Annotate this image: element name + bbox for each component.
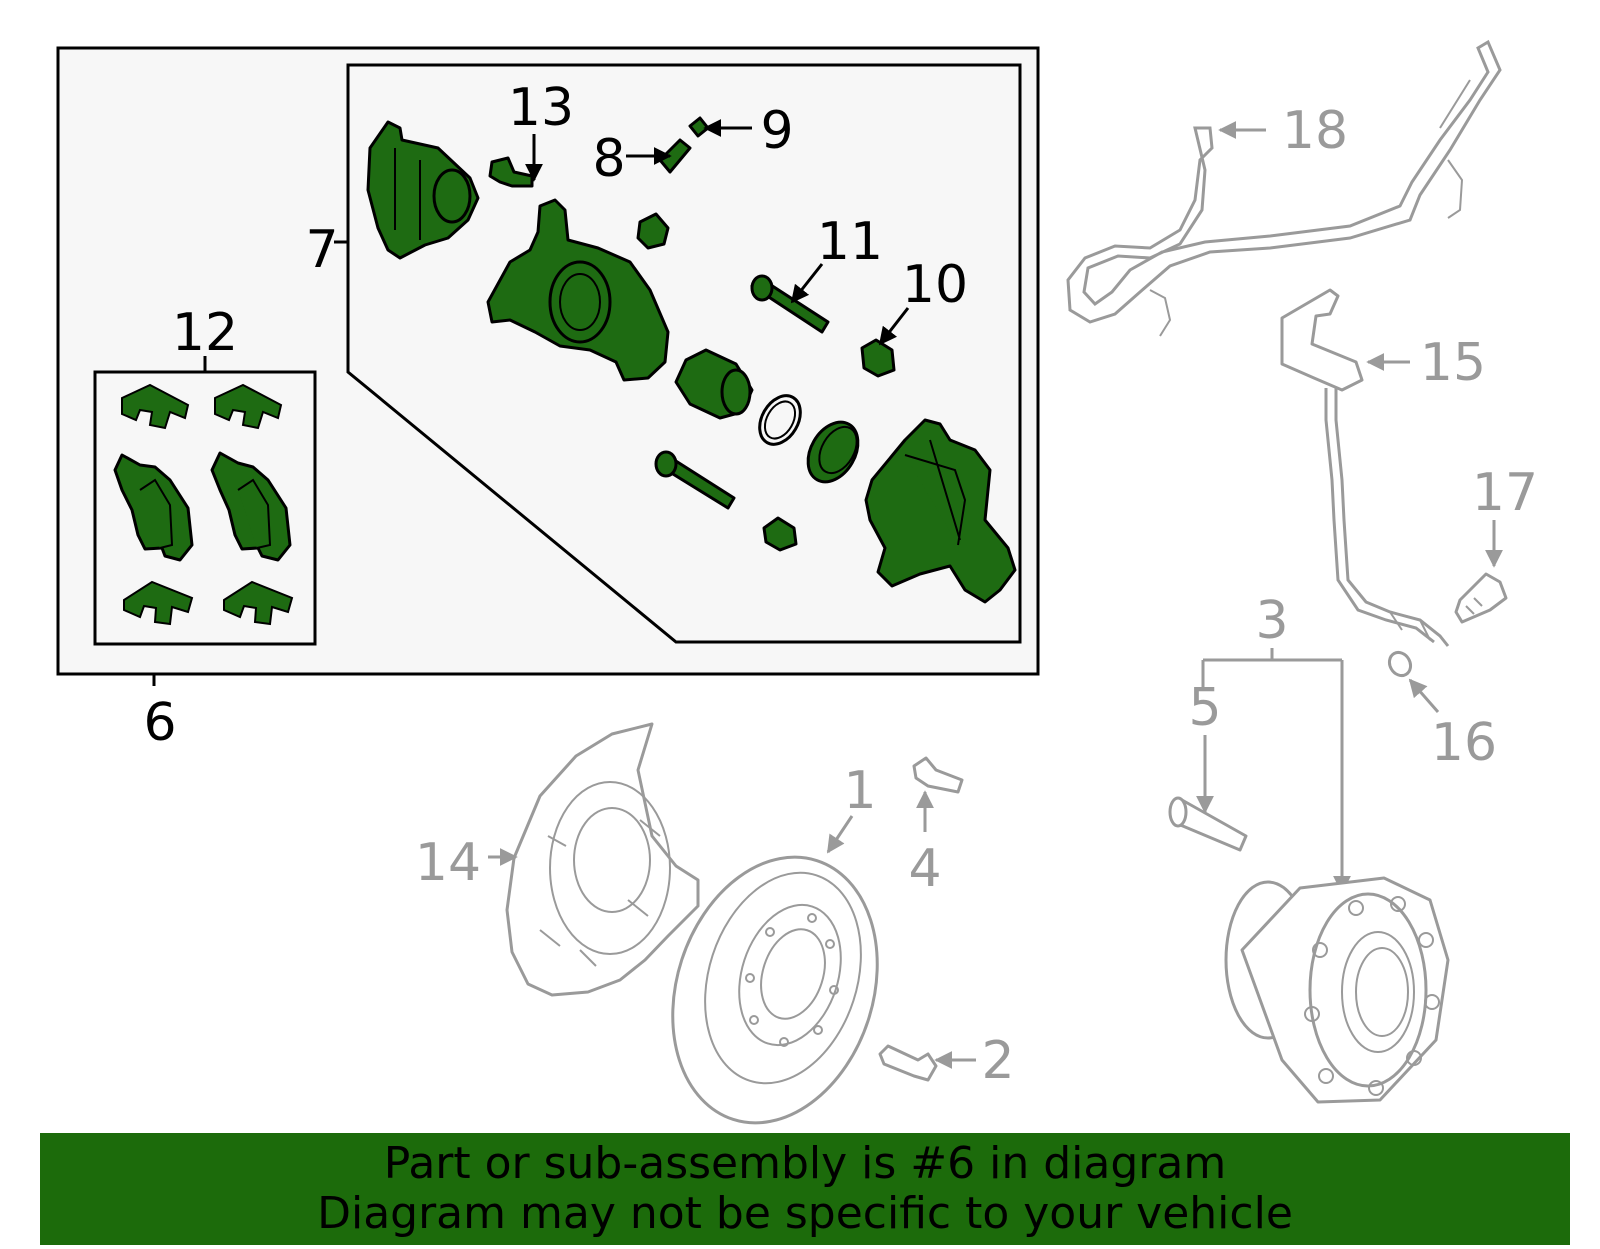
- banjo-bolt-17: [1454, 572, 1508, 624]
- info-banner: Part or sub-assembly is #6 in diagram Di…: [40, 1133, 1570, 1245]
- callout-3: 3: [1255, 591, 1288, 651]
- bolt-4: [912, 756, 964, 794]
- pad-clip-bottom-right: [223, 580, 294, 626]
- callout-13: 13: [508, 78, 574, 138]
- callout-5: 5: [1188, 678, 1221, 738]
- banner-line-part: Part or sub-assembly is #6 in diagram: [383, 1138, 1227, 1189]
- callout-14: 14: [415, 833, 481, 893]
- piston-dust-boot: [806, 420, 860, 484]
- rotor-screw-2: [878, 1044, 938, 1082]
- pad-clip-top-left: [121, 383, 190, 430]
- callout-10: 10: [902, 255, 968, 315]
- pad-clip-bottom-left: [123, 580, 194, 626]
- callout-3-bracket: [1201, 648, 1351, 894]
- callout-6: 6: [143, 693, 176, 753]
- banner-line-disclaimer: Diagram may not be specific to your vehi…: [317, 1188, 1293, 1239]
- guide-pin-lower: [654, 450, 736, 510]
- caliper-assembly-7-box[interactable]: [334, 63, 1022, 644]
- brake-pad-right: [210, 451, 292, 562]
- parts-diagram: 13 9 8 7 11 10 12 6 18 15 17 16 3: [56, 39, 1538, 1125]
- piston-seal: [758, 394, 802, 446]
- guide-boot-upper: [636, 212, 670, 250]
- callout-12: 12: [172, 303, 238, 363]
- callout-15: 15: [1420, 333, 1486, 393]
- callout-2: 2: [981, 1031, 1014, 1091]
- pad-clip-top-right: [214, 383, 283, 430]
- callout-4: 4: [908, 839, 941, 899]
- callout-11: 11: [817, 212, 883, 272]
- callout-17: 17: [1472, 463, 1538, 523]
- callout-18: 18: [1282, 101, 1348, 161]
- brake-hose-15: [1280, 288, 1450, 647]
- guide-boot-10: [860, 338, 896, 378]
- guide-pin-11: [750, 274, 830, 334]
- callout-8: 8: [592, 129, 625, 189]
- washer-16: [1387, 650, 1413, 678]
- caliper-piston: [674, 348, 754, 420]
- wheel-stud-5: [1168, 796, 1248, 852]
- callout-1: 1: [843, 761, 876, 821]
- caliper-bracket: [864, 418, 1017, 604]
- parking-brake-motor: [366, 120, 480, 260]
- hub-bearing-3: [1224, 876, 1450, 1104]
- wheel-speed-sensor-18: [1066, 39, 1502, 337]
- brake-rotor-1: [671, 855, 879, 1125]
- callout-7: 7: [305, 220, 338, 280]
- bolt-13: [488, 156, 534, 188]
- guide-boot-lower: [762, 516, 798, 552]
- caliper-housing: [486, 198, 670, 382]
- callout-9: 9: [760, 101, 793, 161]
- brake-pad-left: [113, 453, 194, 562]
- callout-16: 16: [1431, 713, 1497, 773]
- dust-shield-14: [505, 722, 700, 997]
